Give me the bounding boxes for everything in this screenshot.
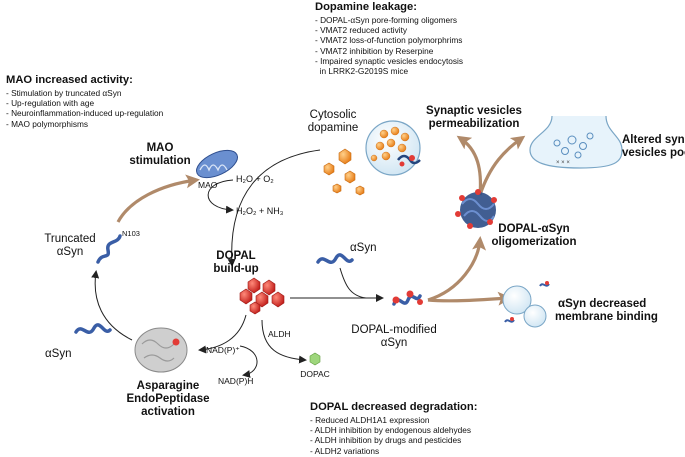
asyn-mid-label: αSyn	[350, 242, 376, 254]
decreased-label-2: membrane binding	[555, 311, 658, 323]
dopamine-leakage-title: Dopamine leakage:	[315, 1, 417, 13]
decreased-label-1: αSyn decreased	[558, 298, 646, 310]
mao-stim-label-1: MAO	[147, 142, 174, 154]
dopac-label: DOPAC	[300, 369, 330, 379]
dopamine-leakage-item: - Impaired synaptic vesicles endocytosis	[315, 55, 464, 66]
altered-label-1: Altered synaptic	[622, 134, 685, 146]
mao-increased-item: - Up-regulation with age	[6, 98, 95, 109]
n103-label: N103	[122, 229, 140, 238]
dopal-degradation-title: DOPAL decreased degradation:	[310, 401, 478, 413]
asyn-left-icon	[74, 323, 112, 335]
mao-increased-item: - Neuroinflammation-induced up-regulatio…	[6, 108, 164, 119]
aep-label-3: activation	[141, 406, 195, 418]
dopamine-label: dopamine	[308, 122, 359, 134]
mao-increased-title: MAO increased activity:	[6, 74, 133, 86]
dopamine-leakage-item: in LRRK2-G2019S mice	[315, 66, 409, 77]
oligomer-icon	[455, 189, 497, 229]
permeabilized-vesicle-icon	[365, 120, 421, 176]
mitochondrion-icon	[196, 149, 238, 179]
arrow-mao-byproducts	[207, 179, 234, 214]
cytosolic-label: Cytosolic	[310, 109, 357, 121]
arrow-nadp	[239, 345, 258, 378]
synaptic-terminal-icon: × × ×	[529, 115, 623, 169]
arrow-aldh-to-dopac	[261, 319, 307, 364]
modified-asyn-icon	[392, 290, 423, 306]
truncated-label-2: αSyn	[57, 246, 83, 258]
dopamine-leakage-item: - VMAT2 loss-of-function polymorphrims	[315, 35, 463, 46]
h2o-o2-label: H₂O + O₂	[236, 174, 274, 184]
dopamine-leakage-item: - VMAT2 inhibition by Reserpine	[315, 45, 434, 56]
arrow-modified-to-oligomer	[427, 236, 487, 302]
arrow-aep-to-truncated	[91, 270, 133, 341]
dopac-molecule-icon	[309, 352, 321, 366]
truncated-label-1: Truncated	[44, 233, 95, 245]
aep-label-2: EndoPeptidase	[126, 393, 209, 405]
dopal-molecules-icon	[239, 277, 285, 315]
svg-text:× × ×: × × ×	[556, 160, 570, 166]
aep-label-1: Asparagine	[137, 380, 200, 392]
dopal-degradation-box: DOPAL decreased degradation: - Reduced A…	[310, 401, 477, 456]
mao-increased-box: MAO increased activity: - Stimulation by…	[6, 74, 163, 129]
altered-label-2: vesicles pools	[622, 147, 685, 159]
arrow-modified-to-membrane	[427, 291, 512, 306]
membrane-vesicles-icon	[502, 281, 550, 328]
nadph-label: NAD(P)H	[218, 376, 253, 386]
dopal-degradation-item: - ALDH inhibition by drugs and pesticide…	[310, 435, 462, 446]
asyn-mid-icon	[316, 253, 354, 265]
arrow-oligomer-to-permeab	[456, 135, 483, 196]
mao-label: MAO	[198, 180, 218, 190]
arrow-truncated-to-mao	[116, 174, 200, 223]
truncated-asyn-icon	[96, 234, 122, 264]
aep-enzyme-icon	[134, 327, 188, 373]
dopamine-leakage-box: Dopamine leakage: - DOPAL-αSyn pore-form…	[315, 1, 463, 76]
h2o2-nh3-label: H₂O₂ + NH₃	[236, 206, 284, 216]
mao-increased-item: - MAO polymorphisms	[6, 118, 89, 129]
mao-stim-label-2: stimulation	[129, 155, 190, 167]
oligo-label-1: DOPAL-αSyn	[498, 223, 569, 235]
permeab-label-1: Synaptic vesicles	[426, 105, 522, 117]
dopal-degradation-item: - Reduced ALDH1A1 expression	[310, 415, 430, 425]
mao-increased-item: - Stimulation by truncated αSyn	[6, 88, 122, 98]
dopal-label-2: build-up	[213, 263, 258, 275]
arrow-dopal-to-aep	[198, 314, 247, 354]
dopal-degradation-item: - ALDH2 variations	[310, 445, 380, 456]
nadp-label: NAD(P)⁺	[206, 345, 240, 355]
dopamine-leakage-item: - DOPAL-αSyn pore-forming oligomers	[315, 15, 458, 25]
oligo-label-2: oligomerization	[492, 236, 577, 248]
modified-label-2: αSyn	[381, 337, 407, 349]
dopamine-leakage-item: - VMAT2 reduced activity	[315, 25, 408, 36]
dopal-label-1: DOPAL	[216, 250, 255, 262]
permeab-label-2: permeabilization	[429, 118, 520, 130]
modified-label-1: DOPAL-modified	[351, 324, 436, 336]
dopamine-molecules-icon	[323, 148, 365, 196]
arrow-dopamine-to-dopal	[227, 149, 321, 267]
arrow-oligomer-to-pools	[478, 135, 526, 196]
arrow-asyn-join	[339, 267, 367, 299]
dopal-degradation-item: - ALDH inhibition by endogenous aldehyde…	[310, 425, 471, 436]
aldh-label: ALDH	[268, 329, 291, 339]
asyn-left-label: αSyn	[45, 348, 71, 360]
